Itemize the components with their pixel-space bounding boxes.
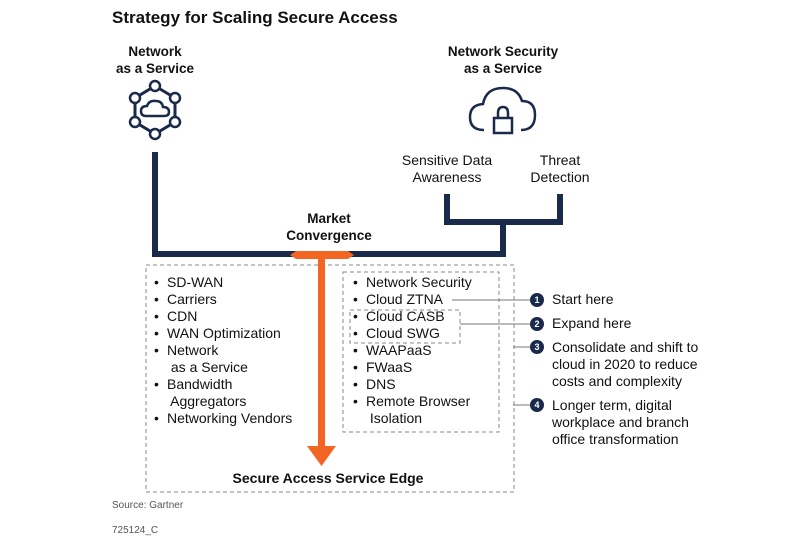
step-2-badge: 2: [530, 317, 544, 331]
convergence-arrow: [290, 251, 354, 466]
list-item: DNS: [353, 376, 472, 393]
step-3-badge: 3: [530, 340, 544, 354]
list-item: Network as a Service: [154, 342, 292, 376]
sase-label: Secure Access Service Edge: [232, 470, 424, 486]
list-item: WAN Optimization: [154, 325, 292, 342]
naas-heading-line1: Network: [128, 44, 182, 59]
cloud-lock-icon: [468, 86, 537, 135]
sase-outer-box: [145, 264, 515, 493]
figure-code: 725124_C: [112, 525, 159, 536]
step-4-text: Longer term, digital workplace and branc…: [552, 397, 689, 447]
list-item: Networking Vendors: [154, 410, 292, 427]
list-item: SD-WAN: [154, 274, 292, 291]
list-item: CDN: [154, 308, 292, 325]
list-item: Network Security: [353, 274, 472, 291]
list-item: Carriers: [154, 291, 292, 308]
nsaas-heading-line2: as a Service: [463, 61, 543, 76]
naas-heading: Network as a Service: [95, 43, 215, 77]
naas-heading-line2: as a Service: [115, 61, 195, 76]
sensitive-data-label: Sensitive Data Awareness: [387, 152, 507, 186]
list-item: Cloud ZTNA: [353, 291, 472, 308]
network-hub-icon: [128, 79, 182, 141]
step-1-text: Start here: [552, 291, 614, 307]
step-3-text: Consolidate and shift to cloud in 2020 t…: [552, 339, 699, 389]
market-convergence-label: Market Convergence: [272, 210, 386, 244]
sensitive-data-line1: Sensitive Data: [401, 152, 493, 168]
threat-detection-line2: Detection: [530, 169, 590, 185]
step-1-badge: 1: [530, 293, 544, 307]
step-4-badge: 4: [530, 398, 544, 412]
list-item: FWaaS: [353, 359, 472, 376]
nsaas-heading: Network Security as a Service: [423, 43, 583, 77]
security-list: Network Security Cloud ZTNA Cloud CASB C…: [353, 274, 472, 427]
networking-list: SD-WAN Carriers CDN WAN Optimization Net…: [154, 274, 292, 427]
list-item: Cloud SWG: [353, 325, 472, 342]
list-item: Remote Browser Isolation: [353, 393, 472, 427]
nsaas-heading-line1: Network Security: [447, 44, 559, 59]
source-note: Source: Gartner: [112, 500, 184, 511]
sensitive-data-line2: Awareness: [412, 169, 482, 185]
step-2-text: Expand here: [552, 315, 632, 331]
diagram-title: Strategy for Scaling Secure Access: [112, 8, 398, 27]
list-item: Bandwidth Aggregators: [154, 376, 292, 410]
market-convergence-line1: Market: [307, 211, 351, 226]
market-convergence-line2: Convergence: [286, 228, 372, 243]
list-item: WAAPaaS: [353, 342, 472, 359]
list-item: Cloud CASB: [353, 308, 472, 325]
threat-detection-line1: Threat: [539, 152, 581, 168]
security-list-box: [342, 271, 500, 433]
threat-detection-label: Threat Detection: [515, 152, 605, 186]
